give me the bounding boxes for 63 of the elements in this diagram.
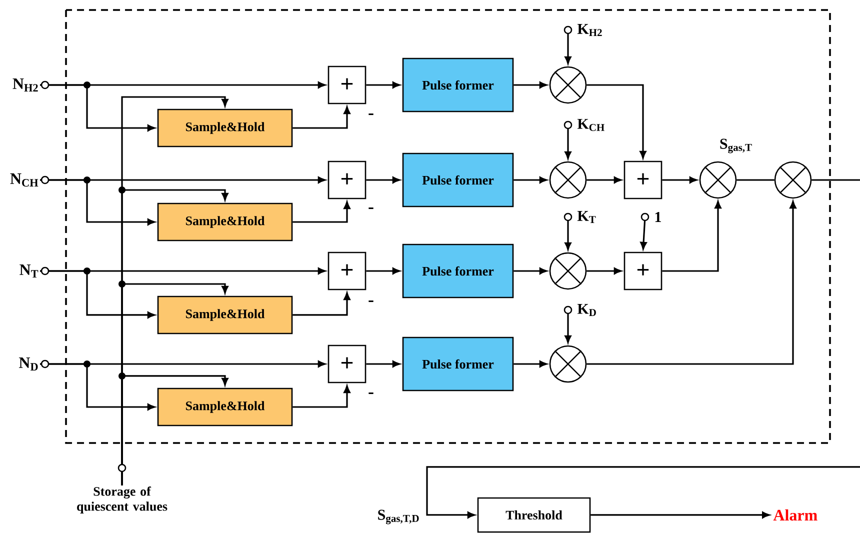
arrow (40, 84, 156, 132)
pulse-former-box: Pulse former (402, 152, 514, 208)
arrow (586, 84, 646, 159)
arrow (514, 82, 548, 88)
arrow (366, 360, 400, 368)
arrow (586, 200, 796, 365)
input-label: N$_{T}$ (20, 264, 38, 278)
input-label: N$_{CH}$ (10, 173, 38, 187)
arrow (121, 375, 228, 486)
coefficient-label: K$_{D}$ (577, 304, 596, 316)
arrow (590, 512, 770, 518)
adder-box: + (624, 252, 662, 290)
arrow (366, 176, 400, 184)
adder-box: + (328, 252, 366, 290)
arrow (292, 106, 350, 129)
arrow (40, 363, 156, 410)
threshold-box: Threshold (477, 497, 591, 533)
pulse-former-box: Pulse former (402, 58, 514, 112)
minus-sign: - (368, 114, 374, 116)
pulse-former-box: Pulse former (402, 336, 514, 392)
coefficient-label: K$_{CH}$ (577, 118, 604, 132)
arrow (366, 268, 400, 274)
coefficient-label: K$_{H2}$ (577, 24, 602, 36)
arrow (586, 268, 622, 274)
sample-hold-box: Sample&Hold (157, 108, 293, 148)
multiplier-circle (549, 66, 587, 104)
arrow (292, 201, 350, 223)
multiplier-circle (549, 252, 587, 290)
adder-box: + (328, 66, 366, 104)
arrow (40, 179, 156, 226)
input-label: N$_{H2}$ (12, 78, 38, 92)
coefficient-label: 1 (655, 212, 661, 222)
minus-sign: - (368, 392, 374, 394)
sample-hold-box: Sample&Hold (157, 296, 293, 334)
storage-label: Storage of quiescent values (77, 486, 168, 514)
multiplier-circle (549, 345, 587, 383)
sample-hold-box: Sample&Hold (157, 202, 293, 242)
coefficient-label: K$_{T}$ (577, 211, 596, 223)
arrow (662, 176, 698, 184)
minus-sign: - (368, 300, 374, 302)
arrow (514, 176, 548, 184)
alarm-label: Alarm (773, 509, 818, 521)
multiplier-circle (774, 161, 812, 199)
arrow (292, 292, 350, 316)
adder-box: + (328, 344, 366, 384)
adder-box: + (328, 160, 366, 200)
multiplier-circle (549, 161, 587, 199)
arrow (514, 268, 548, 274)
arrow (366, 82, 400, 88)
sample-hold-box: Sample&Hold (157, 388, 293, 426)
arrow (662, 200, 722, 272)
arrow (292, 385, 350, 408)
adder-box: + (624, 160, 662, 200)
input-label: N$_{D}$ (18, 357, 38, 371)
edge-label: S$_{gas,T,D}$ (378, 510, 419, 524)
multiplier-circle (699, 161, 737, 199)
arrow (514, 360, 548, 368)
arrow (40, 270, 156, 318)
pulse-former-box: Pulse former (402, 244, 514, 298)
arrow (586, 176, 622, 184)
minus-sign: - (368, 208, 374, 210)
edge-label: S$_{gas,T}$ (720, 138, 752, 154)
arrow (426, 466, 860, 518)
